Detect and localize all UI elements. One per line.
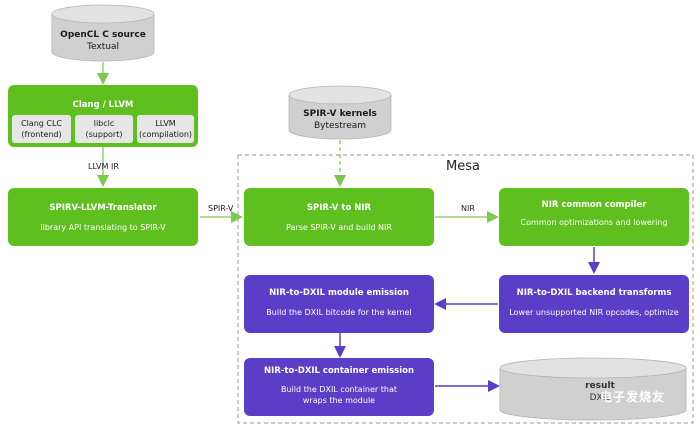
watermark-text: 电子发烧友	[600, 390, 666, 404]
llvm-component: LLVM(compilation)	[137, 115, 194, 143]
nir-compiler-box: NIR common compiler Common optimizations…	[499, 188, 689, 246]
translator-subtitle: library API translating to SPIR-V	[40, 223, 166, 232]
spirv-kernels: SPIR-V kernels Bytestream	[289, 108, 391, 132]
opencl-source-subtitle: Textual	[87, 42, 119, 52]
nir-compiler-title: NIR common compiler	[541, 200, 647, 210]
result-label: result DXIL	[540, 380, 660, 404]
libclc-component: libclc(support)	[75, 115, 133, 143]
result-cylinder	[499, 357, 687, 421]
backend-transforms-title: NIR-to-DXIL backend transforms	[516, 288, 672, 298]
llvm-ir-label: LLVM IR	[88, 162, 119, 171]
translator-title: SPIRV-LLVM-Translator	[49, 203, 157, 213]
clang-llvm-box: Clang / LLVM Clang CLC(frontend) libclc(…	[8, 85, 198, 147]
nir-compiler-subtitle: Common optimizations and lowering	[520, 218, 668, 227]
module-emission-title: NIR-to-DXIL module emission	[269, 288, 409, 298]
spirv-to-nir-title: SPIR-V to NIR	[306, 203, 372, 213]
opencl-source-cylinder	[51, 4, 155, 62]
opencl-source-title: OpenCL C source	[60, 30, 146, 40]
spirv-to-nir-box: SPIR-V to NIR Parse SPIR-V and build NIR	[244, 188, 434, 246]
clang-llvm-title: Clang / LLVM	[72, 100, 134, 110]
mesa-boundary	[237, 154, 694, 424]
opencl-source: OpenCL C source Textual	[52, 29, 154, 53]
container-emission-box: NIR-to-DXIL container emission Build the…	[244, 358, 434, 416]
spirv-kernels-title: SPIR-V kernels	[303, 109, 377, 119]
backend-transforms-box: NIR-to-DXIL backend transforms Lower uns…	[499, 275, 689, 333]
container-emission-subtitle: Build the DXIL container that wraps the …	[281, 385, 397, 405]
spirv-edge-label: SPIR-V	[208, 204, 234, 213]
mesa-label: Mesa	[446, 159, 480, 174]
module-emission-box: NIR-to-DXIL module emission Build the DX…	[244, 275, 434, 333]
clang-clc-component: Clang CLC(frontend)	[12, 115, 71, 143]
module-emission-subtitle: Build the DXIL bitcode for the kernel	[266, 308, 412, 317]
spirv-kernels-cylinder	[288, 85, 392, 140]
result-line2: DXIL	[589, 393, 611, 403]
result-line1: result	[585, 381, 615, 391]
spirv-kernels-subtitle: Bytestream	[313, 121, 367, 131]
container-emission-title: NIR-to-DXIL container emission	[264, 366, 414, 376]
backend-transforms-subtitle: Lower unsupported NIR opcodes, optimize	[509, 308, 679, 317]
spirv-to-nir-subtitle: Parse SPIR-V and build NIR	[286, 223, 392, 232]
translator-box: SPIRV-LLVM-Translator library API transl…	[8, 188, 198, 246]
nir-edge-label: NIR	[461, 204, 475, 213]
